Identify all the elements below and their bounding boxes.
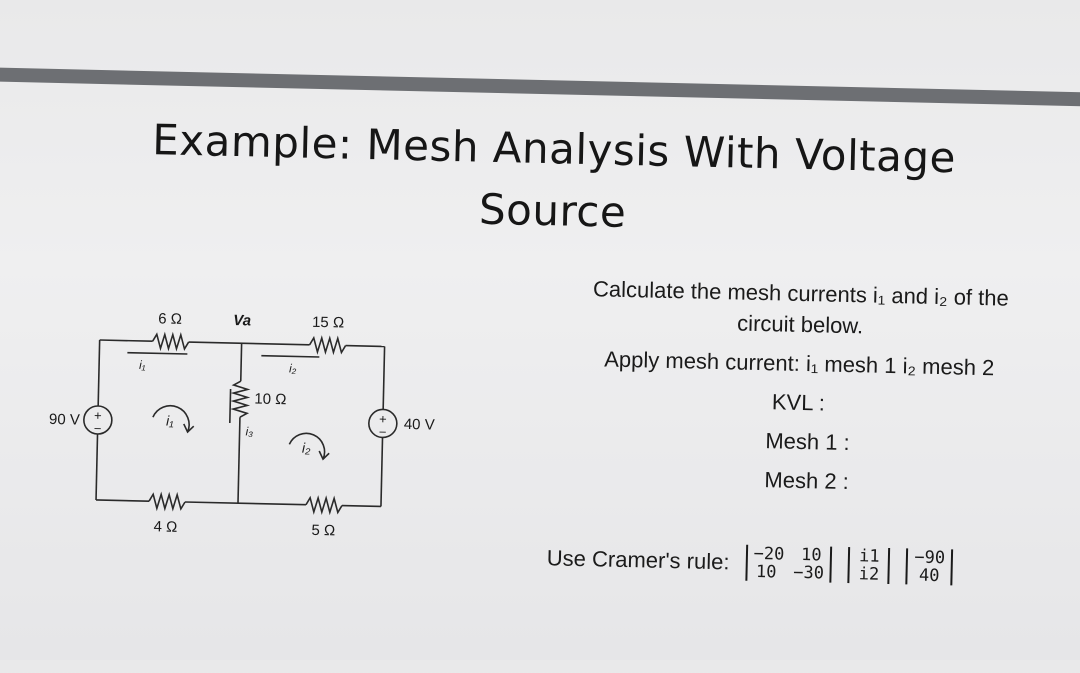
matrix-cell: 10 (755, 561, 777, 583)
matrix-cell: −20 (753, 543, 785, 565)
cramer-label: Use Cramer's rule: (546, 545, 730, 575)
wire (341, 504, 381, 508)
wire (382, 346, 386, 410)
source-plus-left: + (94, 408, 102, 423)
wire (99, 339, 153, 343)
vector-cell: i2 (858, 564, 880, 585)
label-branch-i1: i₁ (139, 358, 146, 372)
wire (239, 343, 243, 382)
loop-arrowhead-mesh1 (183, 423, 195, 434)
loop-arrow-mesh1 (152, 405, 190, 433)
label-loop-i1: i₁ (166, 413, 174, 429)
label-va: Va (233, 312, 251, 329)
label-10ohm: 10 Ω (254, 391, 286, 409)
wire (380, 437, 384, 507)
resistor-10ohm (230, 380, 251, 418)
wire (95, 433, 99, 500)
loop-arrow-mesh2 (288, 432, 326, 460)
source-minus-right: − (379, 424, 387, 439)
label-loop-i2: i₂ (302, 440, 311, 456)
title-rule (0, 67, 1080, 108)
matrix-cell: −30 (793, 562, 825, 584)
coefficient-matrix: −20 10 10 −30 (745, 543, 833, 584)
label-4ohm: 4 Ω (153, 518, 177, 536)
resistor-15ohm (308, 335, 347, 356)
wire (237, 417, 241, 504)
resistor-6ohm (151, 331, 190, 352)
wire (184, 501, 306, 506)
label-6ohm: 6 Ω (158, 310, 182, 328)
label-branch-i3: i₃ (245, 424, 253, 438)
wire (188, 341, 310, 346)
matrix-cell: 10 (800, 544, 822, 566)
circuit-diagram: + − + − 6 Ω 15 Ω Va 10 Ω 4 Ω 5 Ω 90 V 40… (49, 310, 435, 540)
current-arrow-i1 (127, 351, 188, 355)
wire (345, 344, 385, 348)
problem-text: Calculate the mesh currents i₁ and i₂ of… (516, 268, 1080, 507)
vector-cell: 40 (918, 565, 940, 587)
wire (96, 499, 150, 502)
resistor-5ohm (305, 495, 343, 516)
wire (97, 339, 101, 407)
cramer-rule: Use Cramer's rule: −20 10 10 −30 i1 i2 −… (546, 540, 954, 587)
resistor-4ohm (148, 491, 186, 512)
label-branch-i2: i₂ (289, 361, 297, 375)
constants-vector: −90 40 (905, 547, 954, 587)
label-90v: 90 V (49, 411, 80, 429)
unknowns-vector: i1 i2 (847, 546, 891, 585)
source-minus-left: − (94, 421, 102, 436)
slide-title: Example: Mesh Analysis With Voltage Sour… (72, 107, 1035, 253)
vector-cell: i1 (858, 546, 880, 567)
source-plus-right: + (379, 411, 387, 426)
label-40v: 40 V (404, 416, 435, 434)
label-15ohm: 15 Ω (312, 314, 344, 332)
vector-cell: −90 (914, 547, 946, 569)
current-arrow-i2 (261, 354, 320, 358)
loop-arrowhead-mesh2 (318, 450, 330, 461)
current-arrow-i3 (229, 388, 232, 424)
label-5ohm: 5 Ω (311, 522, 335, 540)
